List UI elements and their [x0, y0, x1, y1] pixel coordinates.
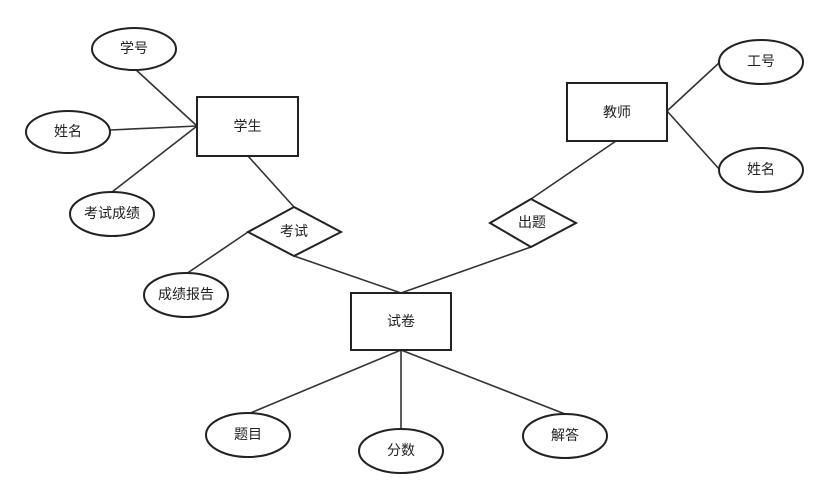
- entity-student: 学生: [196, 96, 299, 157]
- attribute-exam-score: 考试成绩: [69, 191, 155, 237]
- edge-student-name: [109, 125, 198, 131]
- relationship-exam-label: 考试: [280, 224, 308, 240]
- attribute-score-report-label: 成绩报告: [158, 287, 214, 303]
- entity-teacher: 教师: [566, 82, 668, 142]
- attribute-student-name: 姓名: [25, 110, 111, 154]
- edge-exam-paper: [293, 255, 402, 294]
- attribute-score-report: 成绩报告: [143, 272, 229, 318]
- edge-paper-answers: [400, 349, 566, 415]
- attribute-teacher-id: 工号: [718, 39, 804, 85]
- edge-paper-questions: [247, 349, 402, 415]
- edge-student-exam: [247, 155, 295, 208]
- edge-teacher-id: [666, 61, 721, 112]
- edge-teacher-name: [666, 110, 721, 171]
- attribute-teacher-name-label: 姓名: [747, 162, 775, 178]
- attribute-teacher-name: 姓名: [718, 147, 804, 193]
- entity-student-label: 学生: [234, 119, 262, 135]
- relationship-set-questions-label: 出题: [518, 215, 546, 231]
- edge-setq-paper: [400, 246, 532, 294]
- attribute-score: 分数: [358, 428, 444, 474]
- edge-student-id: [133, 67, 198, 127]
- edge-exam-report: [185, 231, 249, 275]
- relationship-exam: 考试: [245, 205, 344, 258]
- entity-teacher-label: 教师: [603, 105, 631, 121]
- attribute-answers-label: 解答: [551, 427, 579, 444]
- edge-teacher-setq: [530, 140, 617, 200]
- attribute-student-name-label: 姓名: [54, 124, 82, 140]
- attribute-student-id: 学号: [91, 27, 177, 71]
- attribute-questions: 题目: [205, 412, 291, 458]
- entity-paper: 试卷: [350, 292, 452, 351]
- attribute-exam-score-label: 考试成绩: [84, 206, 140, 222]
- connectors: [109, 61, 721, 429]
- attribute-score-label: 分数: [387, 443, 415, 459]
- relationship-set-questions: 出题: [488, 197, 579, 249]
- entity-paper-label: 试卷: [387, 314, 415, 330]
- attribute-questions-label: 题目: [234, 427, 262, 443]
- edge-student-score: [111, 125, 198, 193]
- attribute-student-id-label: 学号: [120, 41, 148, 57]
- attribute-teacher-id-label: 工号: [747, 54, 775, 70]
- attribute-answers: 解答: [522, 413, 608, 459]
